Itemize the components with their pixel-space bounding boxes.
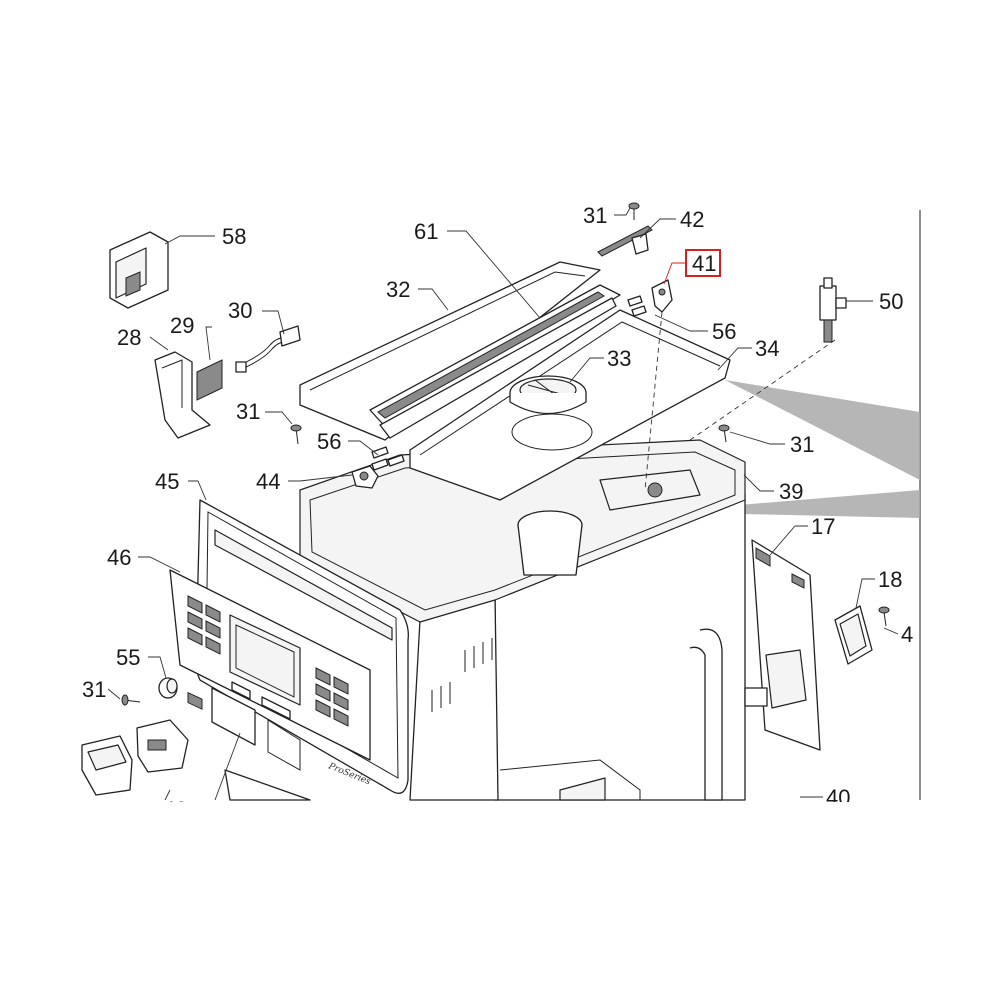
callout-32: 32	[386, 277, 410, 302]
callout-31-e: 31	[82, 677, 106, 702]
part-18-cover-plate	[834, 605, 873, 665]
part-50-sensor	[819, 277, 847, 343]
callout-46: 46	[107, 545, 131, 570]
assembly-line-50	[689, 339, 836, 441]
part-17-control-board	[744, 539, 821, 751]
part-44-hinge-clip	[351, 465, 379, 489]
part-41-latch	[651, 279, 673, 313]
housing-body	[299, 439, 746, 801]
callout-41: 41	[692, 251, 716, 276]
callout-18: 18	[878, 567, 902, 592]
screw-31-e	[121, 694, 141, 706]
callout-61: 61	[414, 219, 438, 244]
callout-labels: 58 29 30 28 31 61 32 42 31 41 50 56 34 3…	[82, 203, 913, 810]
callout-39: 39	[779, 479, 803, 504]
part-55-knob	[158, 677, 178, 699]
callout-31-a: 31	[236, 399, 260, 424]
callout-31-b: 31	[583, 203, 607, 228]
screw-4	[878, 606, 890, 627]
projection-beam-upper	[725, 380, 920, 480]
callout-44: 44	[256, 469, 280, 494]
callout-58: 58	[222, 224, 246, 249]
callout-34: 34	[755, 336, 779, 361]
assembly-line-41	[644, 311, 663, 491]
screw-31-a	[290, 424, 302, 445]
screw-31-b	[628, 202, 640, 220]
part-61-hinge-rail	[369, 284, 621, 439]
callout-56-a: 56	[712, 319, 736, 344]
latch-bracket	[267, 719, 301, 771]
callout-17: 17	[811, 514, 835, 539]
part-58-connector-housing	[109, 231, 169, 309]
screw-31-c	[718, 424, 730, 443]
part-42-rail-clip	[597, 225, 653, 257]
pins-56-lower	[371, 446, 405, 471]
part-28-bracket	[154, 351, 211, 439]
callout-33: 33	[607, 346, 631, 371]
callout-42: 42	[680, 207, 704, 232]
callout-31-c: 31	[790, 432, 814, 457]
drip-area	[224, 769, 311, 801]
highlight-box-41	[685, 249, 721, 277]
callout-30: 30	[228, 298, 252, 323]
leader-lines	[107, 207, 899, 801]
callout-45: 45	[155, 469, 179, 494]
part-46-control-overlay	[169, 569, 371, 761]
callout-28: 28	[117, 325, 141, 350]
page-bottom-margin	[0, 802, 1000, 1000]
part-33-hopper-cap	[509, 375, 587, 415]
part-43-switch-bracket	[136, 719, 189, 773]
pins-56-upper	[627, 295, 647, 317]
callout-50: 50	[879, 289, 903, 314]
callout-55: 55	[116, 645, 140, 670]
part-30-cable	[235, 325, 301, 373]
callout-56-b: 56	[317, 429, 341, 454]
callout-29: 29	[170, 313, 194, 338]
part-29-pad	[196, 359, 223, 401]
part-drip-tray	[81, 735, 133, 796]
callout-4: 4	[901, 622, 913, 647]
